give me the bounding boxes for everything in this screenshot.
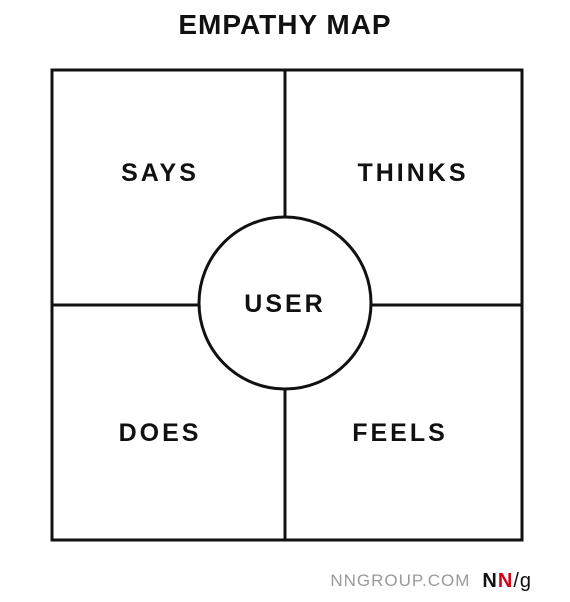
page-title: EMPATHY MAP (178, 9, 392, 40)
user-circle (197, 215, 373, 391)
quadrant-says-label: SAYS (121, 159, 199, 187)
user-center-label: USER (244, 290, 326, 318)
quadrant-feels-label: FEELS (352, 419, 448, 447)
footer: NNGROUP.COM NN/g (330, 568, 532, 594)
site-url: NNGROUP.COM (330, 571, 471, 590)
quadrant-does-label: DOES (118, 419, 202, 447)
logo-n2: N (497, 569, 514, 592)
logo-slash-g: /g (513, 569, 532, 592)
nng-logo: NN/g (482, 570, 532, 593)
logo-n1: N (482, 569, 498, 592)
quadrant-thinks-label: THINKS (357, 159, 469, 187)
